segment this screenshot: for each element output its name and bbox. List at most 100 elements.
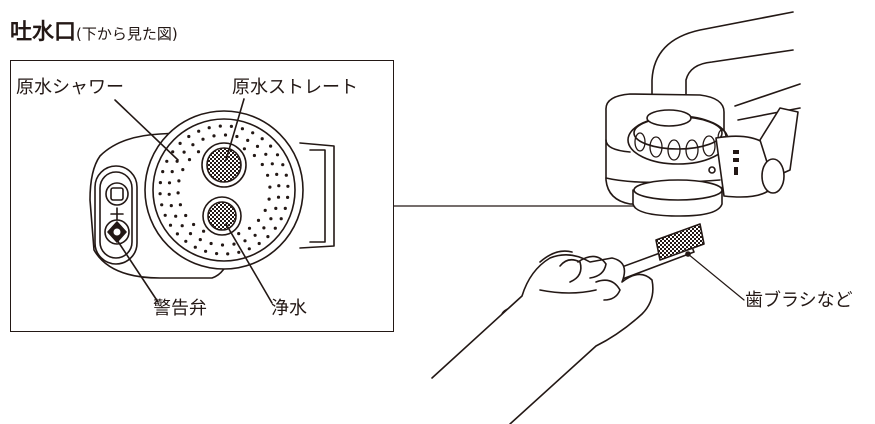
shower-hole <box>268 185 272 189</box>
shower-hole <box>167 192 171 196</box>
shower-hole <box>168 223 173 227</box>
shower-hole <box>158 181 162 185</box>
shower-hole <box>232 242 236 246</box>
shower-hole <box>275 153 280 157</box>
shower-hole <box>196 150 201 154</box>
shower-hole <box>266 173 270 177</box>
title-main: 吐水口 <box>10 20 77 45</box>
shower-hole <box>237 250 241 254</box>
label-warning-valve: 警告弁 <box>153 298 207 319</box>
shower-hole <box>212 134 216 138</box>
shower-hole <box>253 233 257 237</box>
shower-hole <box>171 150 175 154</box>
shower-hole <box>202 229 206 233</box>
shower-hole <box>243 239 247 243</box>
shower-hole <box>269 144 273 148</box>
shower-hole <box>264 152 268 156</box>
shower-hole <box>286 195 290 199</box>
shower-hole <box>226 252 230 256</box>
shower-hole <box>207 126 211 130</box>
shower-hole <box>161 170 165 174</box>
shower-hole <box>188 232 193 236</box>
shower-hole <box>204 249 208 253</box>
shower-hole <box>260 137 264 141</box>
shower-hole <box>191 143 195 147</box>
shower-hole <box>158 192 162 196</box>
inset-frame <box>10 60 394 332</box>
shower-hole <box>187 134 191 139</box>
shower-hole <box>182 150 186 154</box>
shower-hole <box>175 232 179 236</box>
shower-hole <box>178 203 182 207</box>
diagram-title: 吐水口(下から見た図) <box>10 22 178 44</box>
outlet-bottom-view <box>89 98 335 304</box>
warning-valve <box>104 219 130 245</box>
shower-hole <box>209 241 213 246</box>
shower-hole <box>177 179 181 183</box>
shower-hole <box>181 168 185 172</box>
shower-hole <box>247 247 251 251</box>
shower-hole <box>270 162 274 166</box>
shower-hole <box>220 243 225 247</box>
shower-hole <box>201 137 205 141</box>
shower-hole <box>252 153 256 158</box>
shower-hole <box>165 159 169 163</box>
shower-hole <box>255 144 260 148</box>
shower-hole <box>178 141 182 145</box>
shower-hole <box>187 158 192 162</box>
leader-raw-straight <box>225 98 245 161</box>
shower-hole <box>281 163 285 167</box>
title-sub: (下から見た図) <box>76 25 178 43</box>
shower-hole <box>242 147 246 151</box>
shower-hole <box>197 129 201 133</box>
shower-hole <box>257 241 261 246</box>
shower-hole <box>223 133 228 137</box>
leader-toothbrush <box>687 253 745 301</box>
shower-hole <box>160 203 164 207</box>
shower-hole <box>266 235 270 239</box>
shower-hole <box>218 124 222 128</box>
shower-hole <box>240 127 244 131</box>
label-raw-shower: 原水シャワー <box>16 77 124 98</box>
shower-hole <box>274 206 278 210</box>
shower-hole <box>275 172 279 176</box>
shower-hole <box>286 184 290 188</box>
shower-hole <box>184 239 188 243</box>
shower-hole <box>276 195 281 199</box>
faucet-with-filter <box>605 11 801 217</box>
toothbrush-and-hand <box>431 223 745 424</box>
shower-hole <box>180 224 184 228</box>
shower-head <box>144 110 304 270</box>
leader-purified <box>225 223 273 304</box>
shower-hole <box>262 226 266 230</box>
shower-hole <box>176 191 180 195</box>
shower-hole <box>215 252 219 256</box>
shower-hole <box>284 173 288 177</box>
shower-hole <box>279 217 283 221</box>
label-raw-straight: 原水ストレート <box>232 77 358 98</box>
shower-hole <box>251 131 255 135</box>
shower-hole <box>235 134 239 139</box>
shower-hole <box>246 138 250 142</box>
leader-raw-shower <box>114 99 179 161</box>
shower-hole <box>263 208 267 212</box>
shower-hole <box>277 184 281 188</box>
shower-hole <box>273 226 277 230</box>
shower-hole <box>269 217 273 221</box>
label-toothbrush: 歯ブラシなど <box>745 290 853 311</box>
shower-hole <box>184 213 188 218</box>
shower-hole <box>260 162 264 167</box>
label-purified: 浄水 <box>271 298 307 319</box>
shower-hole <box>198 238 202 242</box>
shower-hole <box>170 170 174 174</box>
shower-hole <box>193 245 197 249</box>
shower-hole <box>174 214 178 218</box>
shower-hole <box>267 197 271 201</box>
shower-hole <box>256 218 261 222</box>
shower-hole <box>283 206 287 210</box>
leader-warning-valve <box>116 239 159 303</box>
shower-hole <box>167 181 172 185</box>
shower-hole <box>229 124 233 128</box>
